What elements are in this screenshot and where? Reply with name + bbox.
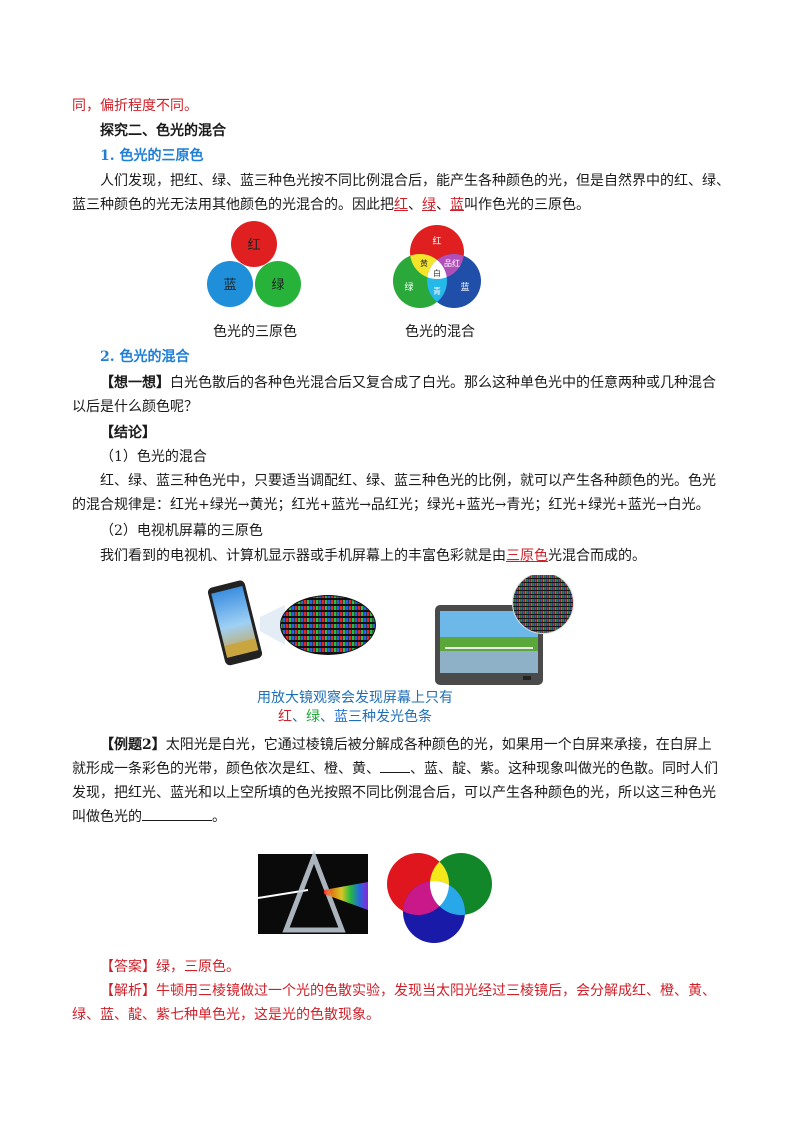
subsection-title-2: 2. 色光的混合 (100, 349, 190, 365)
mix-cyan-label: 青 (433, 286, 441, 296)
caption-red: 红 (278, 709, 292, 725)
caption-blue: 蓝 (334, 709, 348, 725)
spectrum-beam (324, 882, 368, 910)
paragraph-1-text: 蓝三种颜色的光无法用其他颜色的光混合的。因此把 (72, 197, 394, 213)
red-circle (231, 221, 277, 267)
analysis-line-2: 绿、蓝、靛、紫七种单色光，这是光的色散现象。 (72, 1007, 380, 1023)
analysis-text: 牛顿用三棱镜做过一个光的色散实验，发现当太阳光经过三棱镜后，会分解成红、橙、黄、 (156, 983, 716, 999)
white-overlap (427, 254, 447, 279)
screen-pixels-figure (207, 575, 574, 685)
green-circle (255, 261, 301, 307)
prism-and-mixing-figure (258, 850, 492, 943)
magnify-beam (260, 605, 285, 645)
analysis-line-1: 【解析】牛顿用三棱镜做过一个光的色散实验，发现当太阳光经过三棱镜后，会分解成红、… (100, 980, 716, 1002)
answer-line: 【答案】绿，三原色。 (100, 956, 240, 978)
think-line-2: 以后是什么颜色呢？ (72, 399, 198, 415)
mix-blue-label: 蓝 (460, 281, 469, 293)
mix-red-label: 红 (432, 235, 441, 247)
red-label: 红 (247, 237, 260, 253)
answer-text: 绿，三原色。 (156, 959, 240, 975)
conclusion-label: 【结论】 (100, 425, 156, 441)
figure-3-caption-line-1: 用放大镜观察会发现屏幕上只有 (257, 690, 453, 706)
paragraph-1-line-1: 人们发现，把红、绿、蓝三种色光按不同比例混合后，能产生各种颜色的光，但是自然界中… (100, 173, 730, 189)
conclusion-1-line-2: 的混合规律是：红光+绿光→黄光；红光+蓝光→品红光；绿光+蓝光→青光；红光+绿光… (72, 497, 710, 513)
example-label: 【例题2】 (100, 737, 166, 753)
section-title: 探究二、色光的混合 (100, 123, 226, 139)
phone-image (207, 580, 263, 666)
example-text: 叫做色光的 (72, 809, 142, 825)
answer-red: 红 (394, 197, 408, 213)
blue-circle (207, 261, 253, 307)
caption-sep: 、 (292, 709, 306, 725)
example-line-4: 叫做色光的 。 (72, 806, 226, 828)
separator: 、 (436, 197, 450, 213)
example-text: 就形成一条彩色的光带，颜色依次是红、橙、黄、 (72, 761, 380, 777)
example-line-2: 就形成一条彩色的光带，颜色依次是红、橙、黄、 、蓝、靛、紫。这种现象叫做光的色散。… (72, 758, 718, 780)
think-line-1: 【想一想】白光色散后的各种色光混合后又复合成了白光。那么这种单色光中的任意两种或… (100, 372, 716, 394)
conclusion-2-line: 我们看到的电视机、计算机显示器或手机屏幕上的丰富色彩就是由三原色光混合而成的。 (100, 545, 646, 567)
fill-blank-2[interactable] (142, 806, 212, 821)
answer-blue: 蓝 (450, 197, 464, 213)
answer-green: 绿 (422, 197, 436, 213)
example-line-1: 【例题2】太阳光是白光，它通过棱镜后被分解成各种颜色的光，如果用一个白屏来承接，… (100, 734, 712, 756)
caption-tail: 三种发光色条 (348, 709, 432, 725)
primary-colors-figure: 红 蓝 绿 (207, 221, 301, 307)
example-text: 。 (212, 809, 226, 825)
example-line-3: 发现，把红光、蓝光和以上空所填的色光按照不同比例混合后，可以产生各种颜色的光，所… (72, 785, 716, 801)
mix-white-label: 白 (433, 268, 441, 278)
answer-three-primaries: 三原色 (506, 548, 548, 564)
subsection-title-1: 1. 色光的三原色 (100, 148, 204, 164)
conclusion-2-tail: 光混合而成的。 (548, 548, 646, 564)
color-mixing-figure: 红 黄 品红 白 绿 青 蓝 (393, 225, 481, 308)
figure-2-caption: 色光的混合 (405, 324, 475, 340)
blue-label: 蓝 (223, 278, 236, 293)
analysis-label: 【解析】 (100, 983, 156, 999)
continued-text: 同，偏折程度不同。 (72, 98, 198, 114)
conclusion-2-title: （2）电视机屏幕的三原色 (100, 523, 263, 539)
figure-1-caption: 色光的三原色 (213, 324, 297, 340)
fill-blank-1[interactable] (380, 758, 410, 773)
separator: 、 (408, 197, 422, 213)
caption-sep: 、 (320, 709, 334, 725)
mix-yellow-label: 黄 (420, 258, 428, 268)
green-label: 绿 (271, 278, 284, 293)
example-text: 、蓝、靛、紫。这种现象叫做光的色散。同时人们 (410, 761, 718, 777)
answer-label: 【答案】 (100, 959, 156, 975)
conclusion-1-line-1: 红、绿、蓝三种色光中，只要适当调配红、绿、蓝三种色光的比例，就可以产生各种颜色的… (100, 473, 716, 489)
paragraph-1-line-2: 蓝三种颜色的光无法用其他颜色的光混合的。因此把红、绿、蓝叫作色光的三原色。 (72, 194, 590, 216)
mix-green-label: 绿 (404, 281, 413, 293)
conclusion-2-text: 我们看到的电视机、计算机显示器或手机屏幕上的丰富色彩就是由 (100, 548, 506, 564)
think-label: 【想一想】 (100, 375, 170, 391)
example-text: 太阳光是白光，它通过棱镜后被分解成各种颜色的光，如果用一个白屏来承接，在白屏上 (165, 737, 712, 753)
paragraph-1-tail: 叫作色光的三原色。 (464, 197, 590, 213)
think-text: 白光色散后的各种色光混合后又复合成了白光。那么这种单色光中的任意两种或几种混合 (170, 375, 716, 391)
conclusion-1-title: （1）色光的混合 (100, 449, 207, 465)
mix-magenta-label: 品红 (444, 258, 460, 268)
figure-3-caption-line-2: 红、绿、蓝三种发光色条 (245, 707, 465, 727)
caption-green: 绿 (306, 709, 320, 725)
